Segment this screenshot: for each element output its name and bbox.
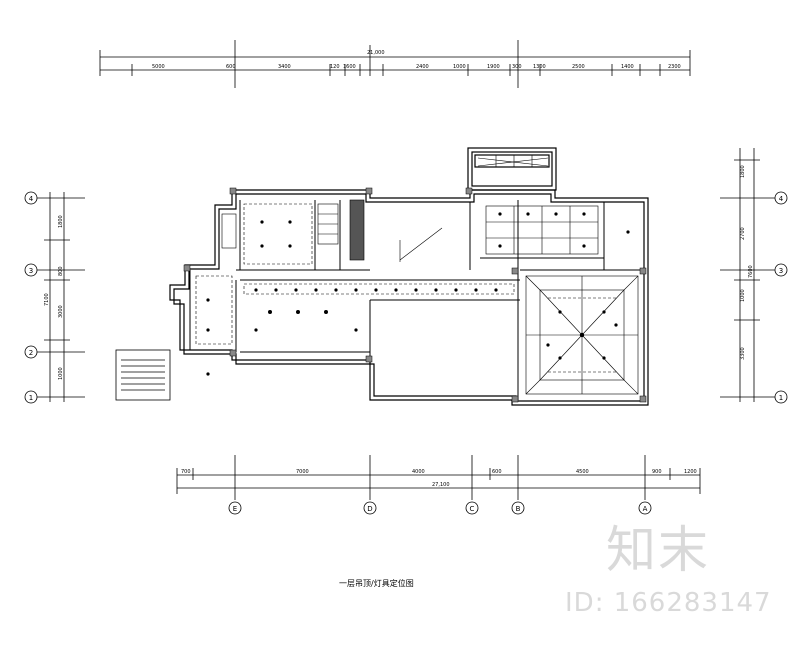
- dim-right-seg: 2700: [740, 227, 746, 240]
- watermark-id: ID: 166283147: [565, 588, 772, 618]
- right-dimension-labels: 7600 1800 2700 1000 3300: [740, 165, 754, 360]
- dim-top-seg: 3400: [278, 64, 291, 70]
- dim-top-overall: 21,000: [367, 50, 385, 56]
- dim-top-seg: 1400: [621, 64, 634, 70]
- dim-bottom-seg: 4500: [576, 469, 589, 475]
- axis-number: 1: [779, 394, 783, 402]
- dim-right-seg: 1000: [740, 289, 746, 302]
- left-dimension-chain: [36, 192, 85, 402]
- dim-top-seg: 2400: [416, 64, 429, 70]
- dim-bottom-seg: 700: [181, 469, 191, 475]
- axis-letter: B: [516, 505, 521, 513]
- axis-number: 4: [29, 195, 34, 203]
- dim-top-seg: 120: [330, 64, 340, 70]
- bottom-dimension-labels: 700 7000 4000 600 4500 900 1200 27,100: [181, 469, 697, 488]
- dim-left-seg: 1000: [58, 367, 64, 380]
- axis-bubbles-bottom: [228, 501, 652, 515]
- columns: [183, 187, 647, 403]
- dim-top-seg: 1000: [453, 64, 466, 70]
- dim-bottom-seg: 4000: [412, 469, 425, 475]
- axis-letter: E: [233, 505, 237, 513]
- axis-number: 3: [779, 267, 783, 275]
- dim-top-seg: 1600: [343, 64, 356, 70]
- axis-number: 3: [29, 267, 33, 275]
- dim-right-overall: 7600: [748, 265, 754, 278]
- axis-bubbles-side: [24, 191, 788, 404]
- west-stair: [115, 349, 171, 401]
- axis-number: 2: [29, 349, 33, 357]
- drawing-title: 一层吊顶/灯具定位图: [339, 579, 414, 588]
- dim-bottom-overall: 27,100: [432, 482, 450, 488]
- top-dimension-chain: [99, 40, 691, 88]
- dim-top-seg: 5000: [152, 64, 165, 70]
- dim-top-seg: 300: [512, 64, 522, 70]
- dim-bottom-seg: 1200: [684, 469, 697, 475]
- dim-top-seg: 2500: [572, 64, 585, 70]
- axis-number: 4: [779, 195, 784, 203]
- dim-left-overall: 7100: [44, 293, 50, 306]
- light-fixtures: [206, 212, 630, 376]
- bottom-dimension-chain: [176, 455, 701, 500]
- right-dimension-chain: [720, 148, 776, 402]
- dim-bottom-seg: 7000: [296, 469, 309, 475]
- dim-right-seg: 1800: [740, 165, 746, 178]
- dim-left-seg: 3000: [58, 305, 64, 318]
- axis-letter: D: [367, 505, 372, 513]
- watermark-logo: 知末: [606, 521, 710, 579]
- dim-right-seg: 3300: [740, 347, 746, 360]
- axis-letter: A: [643, 505, 648, 513]
- axis-letters: E D C B A: [233, 505, 648, 513]
- dim-left-seg: 800: [58, 266, 64, 276]
- dim-top-seg: 1300: [533, 64, 546, 70]
- interior-walls: [189, 200, 644, 400]
- axis-number: 1: [29, 394, 33, 402]
- dim-bottom-seg: 600: [492, 469, 502, 475]
- dim-top-seg: 2300: [668, 64, 681, 70]
- dim-top-seg: 1900: [487, 64, 500, 70]
- dim-bottom-seg: 900: [652, 469, 662, 475]
- dim-left-seg: 1800: [58, 215, 64, 228]
- ceiling-details: [195, 155, 639, 395]
- axis-numbers: 4 3 2 1 4 3 1: [29, 195, 784, 402]
- axis-letter: C: [470, 505, 475, 513]
- dim-top-seg: 600: [226, 64, 236, 70]
- building-outline: [169, 147, 649, 406]
- top-dimension-labels: 21,000 5000 600 3400 120 1600 2400 1000 …: [152, 50, 681, 70]
- left-dimension-labels: 7100 1800 800 3000 1000: [44, 215, 64, 380]
